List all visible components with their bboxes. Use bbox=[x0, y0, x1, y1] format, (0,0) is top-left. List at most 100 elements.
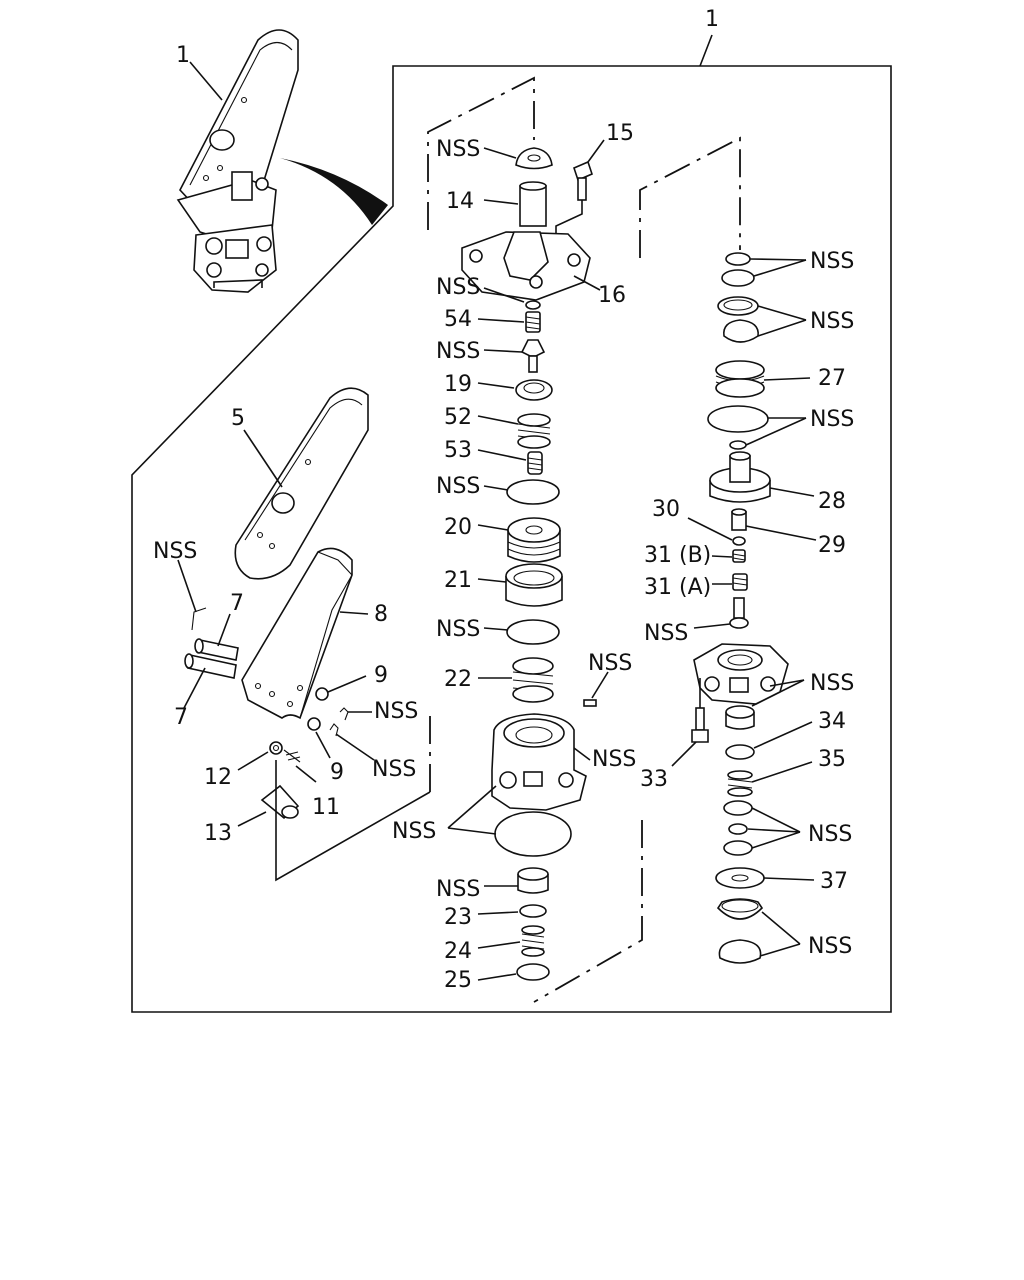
spring-24 bbox=[521, 925, 545, 957]
label-nss-bush: NSS bbox=[436, 877, 480, 902]
label-24: 24 bbox=[444, 939, 472, 964]
label-nss-cotter-upper: NSS bbox=[374, 699, 418, 724]
bolt-15 bbox=[573, 160, 593, 201]
leader-33 bbox=[671, 741, 697, 767]
oring-nss-829 bbox=[728, 823, 748, 835]
label-25: 25 bbox=[444, 968, 472, 993]
label-nss-955: NSS bbox=[808, 934, 852, 959]
leader-nss-stem-right bbox=[693, 623, 731, 629]
label-37: 37 bbox=[820, 869, 848, 894]
piston-28 bbox=[709, 451, 771, 503]
valve-29 bbox=[731, 508, 747, 531]
snapring-nss-336 bbox=[723, 319, 759, 343]
washer-9-lower bbox=[307, 717, 321, 731]
leader-nss-body-right-a bbox=[769, 679, 805, 687]
pedal-arm-8 bbox=[241, 547, 353, 720]
leader-15 bbox=[587, 139, 605, 163]
leader-nss-body bbox=[573, 747, 591, 761]
leader-9-lower bbox=[315, 731, 331, 759]
label-22: 22 bbox=[444, 667, 472, 692]
label-nss-829: NSS bbox=[808, 822, 852, 847]
bolt-33 bbox=[691, 707, 709, 743]
leader-13 bbox=[237, 811, 267, 827]
label-nss-492: NSS bbox=[436, 474, 480, 499]
pedal-assembly-illustration bbox=[176, 29, 299, 293]
leader-nss-492 bbox=[483, 485, 509, 491]
label-28: 28 bbox=[818, 489, 846, 514]
stem-nss-right bbox=[729, 597, 749, 629]
label-21: 21 bbox=[444, 568, 472, 593]
oring-nss-834 bbox=[494, 811, 572, 857]
label-nss-305: NSS bbox=[436, 275, 480, 300]
spring-22 bbox=[512, 657, 554, 703]
spring-54 bbox=[525, 311, 541, 333]
pin-7-lower bbox=[184, 653, 237, 679]
leader-nss-stem bbox=[483, 349, 523, 353]
leader-nss-305 bbox=[483, 287, 525, 303]
leader-24 bbox=[477, 941, 521, 949]
oring-nss-259 bbox=[725, 252, 751, 266]
center-bottom-bracket bbox=[533, 820, 643, 1003]
label-nss-306: NSS bbox=[810, 309, 854, 334]
leader-21 bbox=[477, 578, 507, 583]
seat-34 bbox=[725, 744, 755, 760]
oring-nss-848 bbox=[723, 840, 753, 856]
leader-20 bbox=[477, 524, 509, 531]
leader-11 bbox=[295, 765, 317, 783]
leader-31b bbox=[711, 555, 733, 558]
leader-23 bbox=[477, 911, 519, 915]
leader-1 bbox=[189, 61, 223, 101]
leader-25 bbox=[477, 973, 517, 981]
label-nss-259: NSS bbox=[810, 249, 854, 274]
label-nss-834: NSS bbox=[392, 819, 436, 844]
label-20: 20 bbox=[444, 515, 472, 540]
retainer-19 bbox=[515, 379, 553, 401]
leader-30 bbox=[687, 517, 733, 541]
leader-nss-cotter-lower bbox=[335, 733, 375, 761]
right-top-bracket bbox=[639, 136, 741, 258]
valve-body bbox=[491, 713, 587, 811]
pin-7-upper bbox=[194, 638, 239, 661]
ring-25 bbox=[516, 963, 550, 981]
leader-nss-278 bbox=[753, 259, 807, 277]
plate-37 bbox=[715, 867, 765, 889]
label-31a: 31 (A) bbox=[644, 575, 711, 600]
label-54: 54 bbox=[444, 307, 472, 332]
label-8: 8 bbox=[374, 602, 388, 627]
bolt-guide-line bbox=[555, 200, 583, 238]
leader-nss-834-a bbox=[447, 785, 497, 829]
plunger-14 bbox=[519, 181, 547, 227]
stem-nss bbox=[520, 339, 546, 373]
label-1-assembly: 1 bbox=[176, 43, 190, 68]
label-nss-center-pin: NSS bbox=[588, 651, 632, 676]
ring-23 bbox=[519, 904, 547, 918]
ring-nss-305 bbox=[525, 300, 541, 310]
pedal-pad-5 bbox=[234, 387, 369, 580]
label-7-upper: 7 bbox=[230, 591, 244, 616]
leader-5 bbox=[243, 429, 283, 488]
label-nss-cap: NSS bbox=[436, 137, 480, 162]
label-11: 11 bbox=[312, 795, 340, 820]
label-5: 5 bbox=[231, 406, 245, 431]
label-52: 52 bbox=[444, 405, 472, 430]
label-33: 33 bbox=[640, 767, 668, 792]
leader-nss-clip bbox=[177, 559, 197, 613]
leader-nss-336 bbox=[757, 319, 807, 337]
kit-leader bbox=[699, 34, 713, 67]
leader-52 bbox=[477, 415, 519, 425]
leader-7-lower bbox=[183, 667, 206, 709]
label-16: 16 bbox=[598, 283, 626, 308]
leader-27 bbox=[763, 377, 811, 381]
clip-nss bbox=[191, 607, 207, 631]
leader-53 bbox=[477, 449, 527, 461]
leader-nss-632 bbox=[483, 627, 509, 631]
oring-nss-419 bbox=[707, 405, 769, 433]
oring-nss-278 bbox=[721, 269, 755, 287]
leader-nss-259 bbox=[749, 258, 807, 261]
sleeve-21 bbox=[505, 563, 563, 607]
leader-nss-center-pin bbox=[591, 671, 609, 699]
leader-8 bbox=[339, 611, 369, 615]
label-nss-body-right: NSS bbox=[810, 671, 854, 696]
leader-54 bbox=[477, 318, 525, 323]
label-19: 19 bbox=[444, 372, 472, 397]
